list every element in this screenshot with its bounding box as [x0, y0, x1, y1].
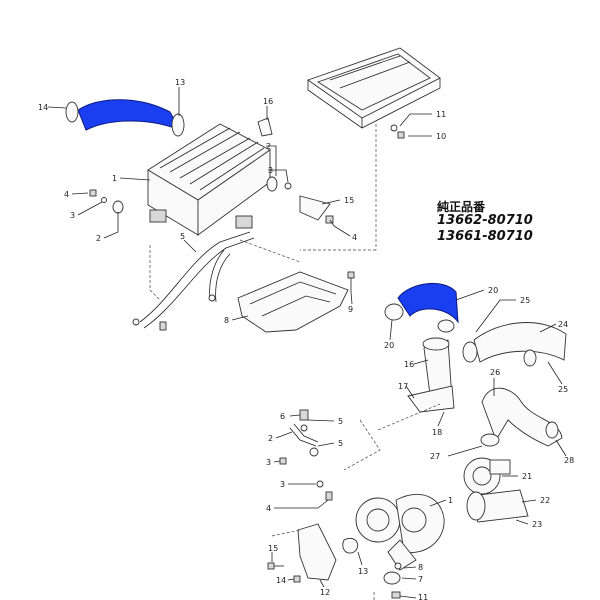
- bolt-9: [347, 271, 355, 292]
- callout-4: 4: [352, 233, 357, 242]
- air-filter-tray: [307, 47, 441, 129]
- callout-13b: 13: [358, 567, 368, 576]
- callout-22: 22: [540, 496, 550, 505]
- lower-studs: [267, 562, 402, 599]
- callout-20: 20: [488, 286, 498, 295]
- hose-26: [480, 387, 563, 447]
- callout-16: 16: [263, 97, 273, 106]
- callout-26: 26: [490, 368, 500, 377]
- hose-clamp-13: [171, 113, 185, 137]
- callout-14b: 14: [276, 576, 286, 585]
- leader-lines: [47, 87, 567, 599]
- callout-5b: 5: [338, 417, 343, 426]
- turbocharger: [355, 493, 445, 571]
- bolt-10-11: [390, 124, 405, 139]
- bracket-16: [257, 117, 273, 137]
- callout-8b: 8: [418, 563, 423, 572]
- callout-9: 9: [348, 305, 353, 314]
- callout-1b: 1: [448, 496, 453, 505]
- part-number-secondary: 13661-80710: [437, 229, 533, 244]
- callout-10: 10: [436, 132, 446, 141]
- oil-pipe-2: [279, 409, 333, 501]
- callout-13: 13: [175, 78, 185, 87]
- water-pipe-12: [297, 523, 358, 581]
- callout-3b: 3: [70, 211, 75, 220]
- callout-5c: 5: [338, 439, 343, 448]
- callout-3c: 3: [266, 458, 271, 467]
- callout-25b: 25: [558, 385, 568, 394]
- callout-6: 6: [280, 412, 285, 421]
- part-number-primary: 13662-80710: [437, 213, 533, 228]
- callout-2c: 2: [268, 434, 273, 443]
- callout-3: 3: [268, 166, 273, 175]
- callout-14: 14: [38, 103, 48, 112]
- callout-18: 18: [432, 428, 442, 437]
- callout-24: 24: [558, 320, 568, 329]
- callout-17: 17: [398, 382, 408, 391]
- callout-21: 21: [522, 472, 532, 481]
- callout-25: 25: [520, 296, 530, 305]
- callout-labels: 14 13 16 11 10 1 2 3 15 4 4 3 2 5 9 8 20…: [38, 78, 574, 600]
- heat-shield-8: [237, 271, 349, 333]
- intercooler-stay-5: [132, 231, 255, 331]
- intercooler-fasteners: [89, 176, 334, 224]
- bracket-22: [466, 489, 529, 523]
- callout-28: 28: [564, 456, 574, 465]
- callout-20b: 20: [384, 341, 394, 350]
- callout-7: 7: [418, 575, 423, 584]
- callout-1: 1: [112, 174, 117, 183]
- callout-2b: 2: [96, 234, 101, 243]
- callout-2: 2: [266, 142, 271, 151]
- part-number-heading: 純正品番: [437, 200, 486, 214]
- callout-15: 15: [344, 196, 354, 205]
- hose-clamp-20: [384, 303, 455, 333]
- blue-hose-turbo-inlet: [397, 282, 459, 324]
- hose-clamp-14: [65, 101, 79, 123]
- callout-11: 11: [436, 110, 446, 119]
- callout-23: 23: [532, 520, 542, 529]
- callout-12: 12: [320, 588, 330, 597]
- callout-4b: 4: [64, 190, 69, 199]
- intake-pipe-16: [407, 337, 455, 413]
- callout-3d: 3: [280, 480, 285, 489]
- intercooler: [147, 123, 271, 236]
- callout-11b: 11: [418, 593, 428, 600]
- callout-16b: 16: [404, 360, 414, 369]
- callout-5: 5: [180, 232, 185, 241]
- callout-8: 8: [224, 316, 229, 325]
- callout-27: 27: [430, 452, 440, 461]
- hose-24: [462, 322, 567, 367]
- callout-15b: 15: [268, 544, 278, 553]
- blue-hose-top: [77, 99, 182, 131]
- air-valve-21: [463, 457, 511, 495]
- callout-4c: 4: [266, 504, 271, 513]
